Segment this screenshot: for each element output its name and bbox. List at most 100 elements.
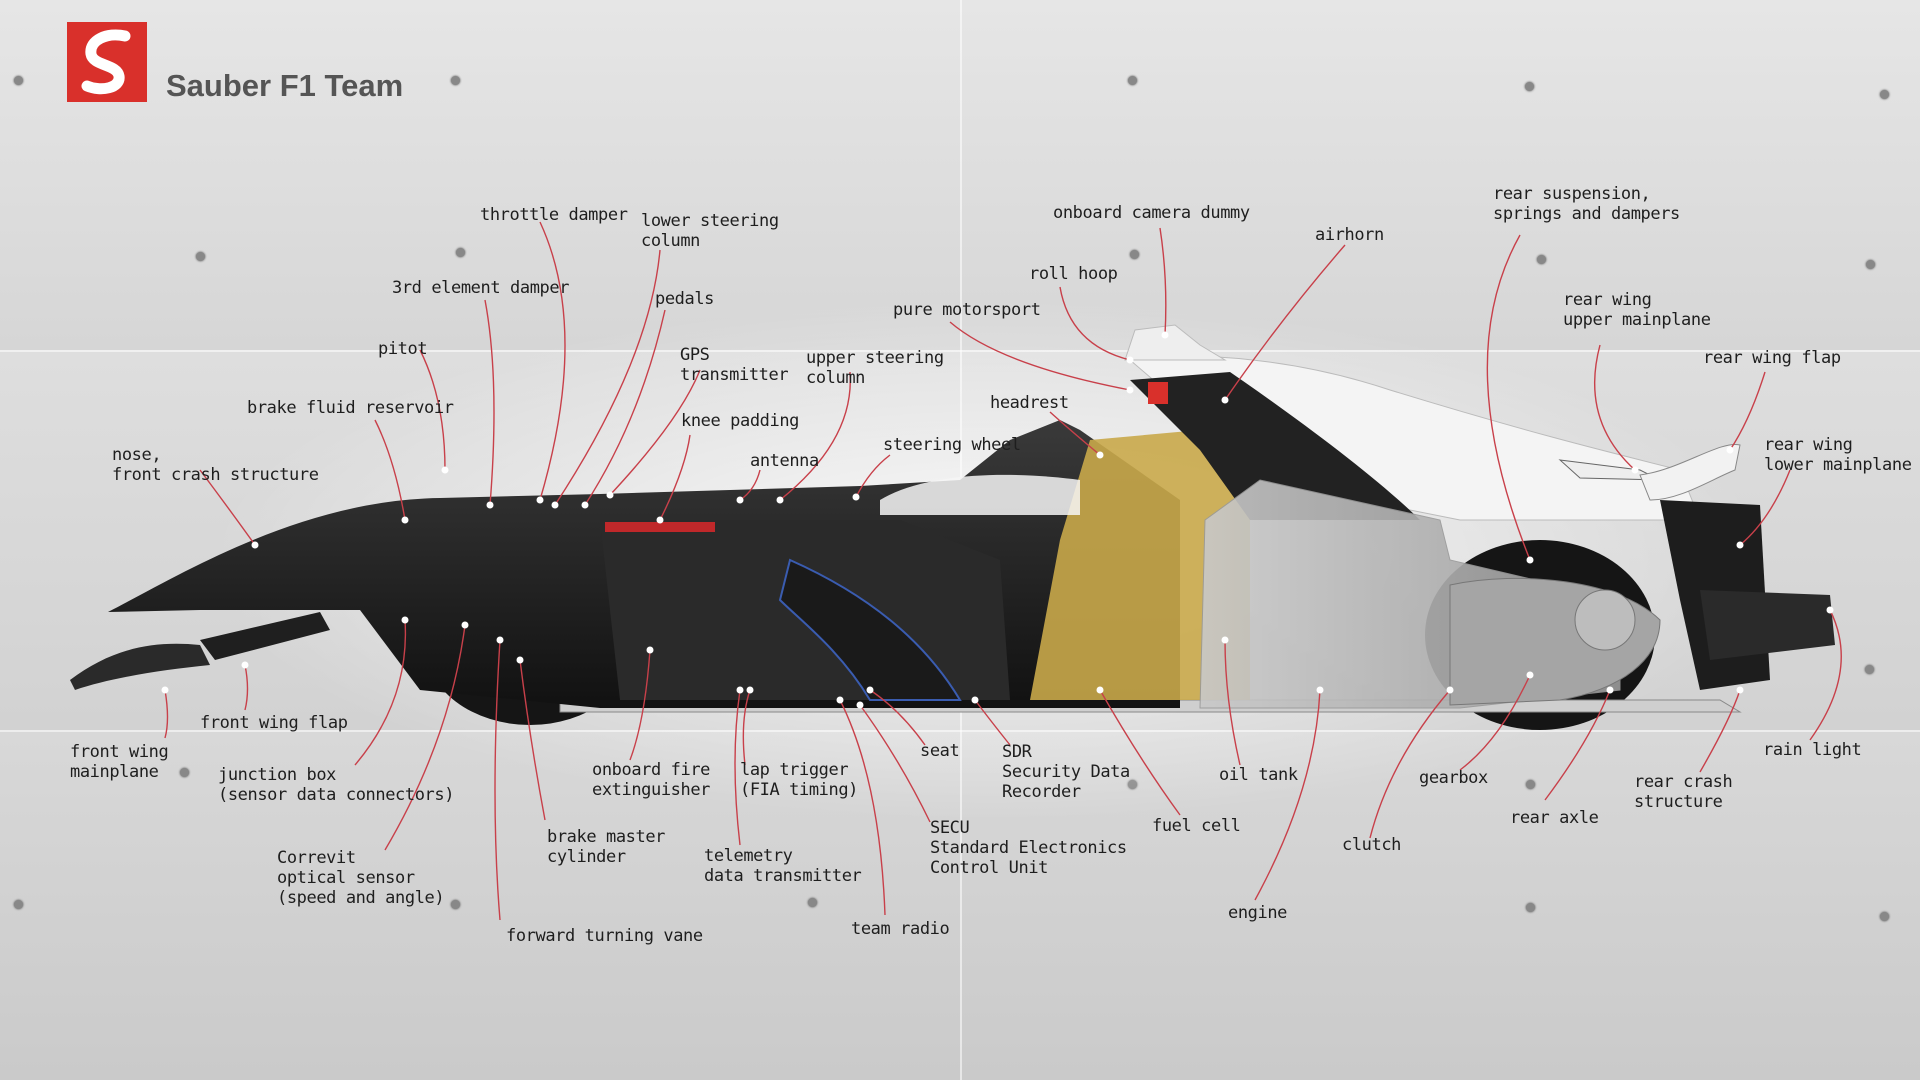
leader-dot-pedals	[581, 501, 589, 509]
leader-lines	[164, 221, 1842, 921]
wall-bolt	[1866, 260, 1875, 269]
leader-dot-rear-crash-structure	[1736, 686, 1744, 694]
leader-line-roll-hoop	[1059, 286, 1131, 361]
wall-bolt	[451, 76, 460, 85]
leader-dot-oil-tank	[1221, 636, 1229, 644]
label-3rd-element-damper: 3rd element damper	[392, 278, 570, 298]
label-pure-motorsport: pure motorsport	[893, 300, 1041, 320]
leader-dot-steering-wheel	[852, 493, 860, 501]
label-upper-steering-column: upper steering column	[806, 348, 944, 388]
leader-dot-pure-motorsport	[1126, 386, 1134, 394]
wall-bolt	[1880, 912, 1889, 921]
label-lower-steering-column: lower steering column	[641, 211, 779, 251]
label-onboard-camera-dummy: onboard camera dummy	[1053, 203, 1250, 223]
label-brake-master-cylinder: brake master cylinder	[547, 827, 666, 867]
label-onboard-fire-extinguisher: onboard fire extinguisher	[592, 760, 711, 800]
leader-line-nose-front-crash-structure	[199, 469, 256, 546]
label-rear-axle: rear axle	[1510, 808, 1599, 828]
leader-line-upper-steering-column	[779, 371, 851, 501]
leader-line-oil-tank	[1224, 639, 1241, 766]
leader-dot-forward-turning-vane	[496, 636, 504, 644]
label-oil-tank: oil tank	[1219, 765, 1298, 785]
leader-line-rear-crash-structure	[1699, 689, 1741, 773]
leader-dot-onboard-fire-extinguisher	[646, 646, 654, 654]
label-forward-turning-vane: forward turning vane	[506, 926, 703, 946]
leader-dot-sdr	[971, 696, 979, 704]
label-engine: engine	[1228, 903, 1288, 923]
wall-bolt	[1526, 780, 1535, 789]
label-lap-trigger: lap trigger (FIA timing)	[740, 760, 859, 800]
leader-line-steering-wheel	[855, 454, 891, 498]
leader-dot-gps-transmitter	[606, 491, 614, 499]
leader-dot-brake-master-cylinder	[516, 656, 524, 664]
team-name: Sauber F1 Team	[166, 68, 404, 103]
leader-line-team-radio	[839, 699, 886, 916]
wall-bolt	[1526, 903, 1535, 912]
wall-bolt	[808, 898, 817, 907]
leader-dots	[161, 331, 1834, 709]
leader-line-lower-steering-column	[554, 249, 661, 506]
leader-dot-onboard-camera-dummy	[1161, 331, 1169, 339]
label-team-radio: team radio	[851, 919, 950, 939]
label-secu: SECU Standard Electronics Control Unit	[930, 818, 1127, 878]
label-steering-wheel: steering wheel	[883, 435, 1021, 455]
gearbox-bearing	[1574, 589, 1636, 651]
leader-line-pure-motorsport	[949, 321, 1131, 391]
leader-dot-rear-wing-lower-mainplane	[1736, 541, 1744, 549]
leader-line-rear-axle	[1544, 689, 1611, 801]
label-junction-box: junction box (sensor data connectors)	[218, 765, 455, 805]
leader-line-gearbox	[1459, 674, 1531, 771]
rear-crash-structure-shape	[1700, 590, 1835, 660]
wall-bolt	[1537, 255, 1546, 264]
wall-bolt	[14, 900, 23, 909]
label-rear-wing-flap: rear wing flap	[1703, 348, 1841, 368]
wall-bolt	[1880, 90, 1889, 99]
leader-line-brake-master-cylinder	[519, 659, 546, 821]
leader-line-correvit-optical-sensor	[384, 624, 466, 851]
leader-dot-antenna	[736, 496, 744, 504]
leader-line-front-wing-mainplane	[164, 689, 169, 739]
label-knee-padding: knee padding	[681, 411, 800, 431]
dark-sidepod	[1130, 372, 1420, 520]
red-strip	[605, 522, 715, 532]
wall-bolt	[1865, 665, 1874, 674]
label-rear-wing-upper-mainplane: rear wing upper mainplane	[1563, 290, 1711, 330]
roll-hoop-logo	[1148, 382, 1168, 404]
label-roll-hoop: roll hoop	[1029, 264, 1118, 284]
leader-line-rear-wing-upper-mainplane	[1594, 344, 1636, 471]
leader-dot-junction-box	[401, 616, 409, 624]
label-rain-light: rain light	[1763, 740, 1862, 760]
label-correvit-optical-sensor: Correvit optical sensor (speed and angle…	[277, 848, 445, 908]
leader-dot-headrest	[1096, 451, 1104, 459]
wall-bolt	[180, 768, 189, 777]
leader-line-knee-padding	[659, 434, 691, 521]
leader-dot-gearbox	[1526, 671, 1534, 679]
label-front-wing-mainplane: front wing mainplane	[70, 742, 169, 782]
leader-dot-rear-suspension	[1526, 556, 1534, 564]
label-rear-crash-structure: rear crash structure	[1634, 772, 1733, 812]
leader-dot-rear-wing-upper-mainplane	[1631, 466, 1639, 474]
leader-line-fuel-cell	[1099, 689, 1181, 816]
leader-dot-lap-trigger	[746, 686, 754, 694]
label-airhorn: airhorn	[1315, 225, 1384, 245]
leader-line-gps-transmitter	[609, 369, 701, 496]
label-rear-suspension: rear suspension, springs and dampers	[1493, 184, 1680, 224]
wall-bolt	[14, 76, 23, 85]
leader-dot-rain-light	[1826, 606, 1834, 614]
seat-shell	[778, 558, 962, 701]
leader-dot-rear-wing-flap	[1726, 446, 1734, 454]
leader-dot-fuel-cell	[1096, 686, 1104, 694]
label-rear-wing-lower-mainplane: rear wing lower mainplane	[1764, 435, 1912, 475]
front-wing-flap-shape	[200, 612, 330, 660]
leader-line-pitot	[419, 349, 446, 471]
leader-line-rain-light	[1809, 609, 1842, 741]
leader-dot-roll-hoop	[1126, 356, 1134, 364]
leader-line-airhorn	[1224, 244, 1346, 401]
leader-dot-correvit-optical-sensor	[461, 621, 469, 629]
wall-bolt	[1128, 76, 1137, 85]
leader-dot-lower-steering-column	[551, 501, 559, 509]
leader-line-engine	[1254, 689, 1321, 901]
label-front-wing-flap: front wing flap	[200, 713, 348, 733]
leader-line-rear-wing-flap	[1729, 371, 1766, 451]
